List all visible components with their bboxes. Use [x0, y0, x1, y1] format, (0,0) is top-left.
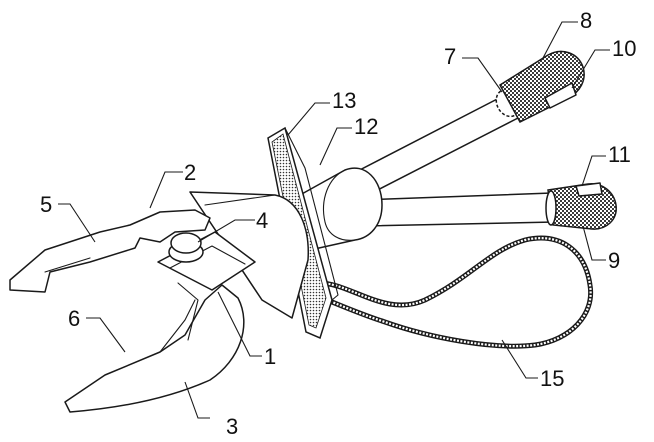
label-8: 8: [580, 8, 592, 33]
label-6: 6: [68, 306, 80, 331]
label-9: 9: [608, 248, 620, 273]
pivot-bolt: [169, 233, 203, 262]
label-12: 12: [354, 114, 378, 139]
lanyard-cord: [318, 238, 591, 346]
lower-handle-rod: [360, 193, 555, 226]
label-7: 7: [444, 44, 456, 69]
label-10: 10: [612, 36, 636, 61]
label-3: 3: [226, 414, 238, 439]
label-11: 11: [608, 142, 631, 167]
label-13: 13: [332, 88, 356, 113]
lower-grip: [546, 183, 616, 229]
label-4: 4: [256, 208, 268, 233]
label-5: 5: [40, 192, 52, 217]
label-1: 1: [264, 344, 276, 369]
lower-jaw: [65, 283, 244, 412]
label-15: 15: [540, 366, 564, 391]
label-2: 2: [184, 160, 196, 185]
